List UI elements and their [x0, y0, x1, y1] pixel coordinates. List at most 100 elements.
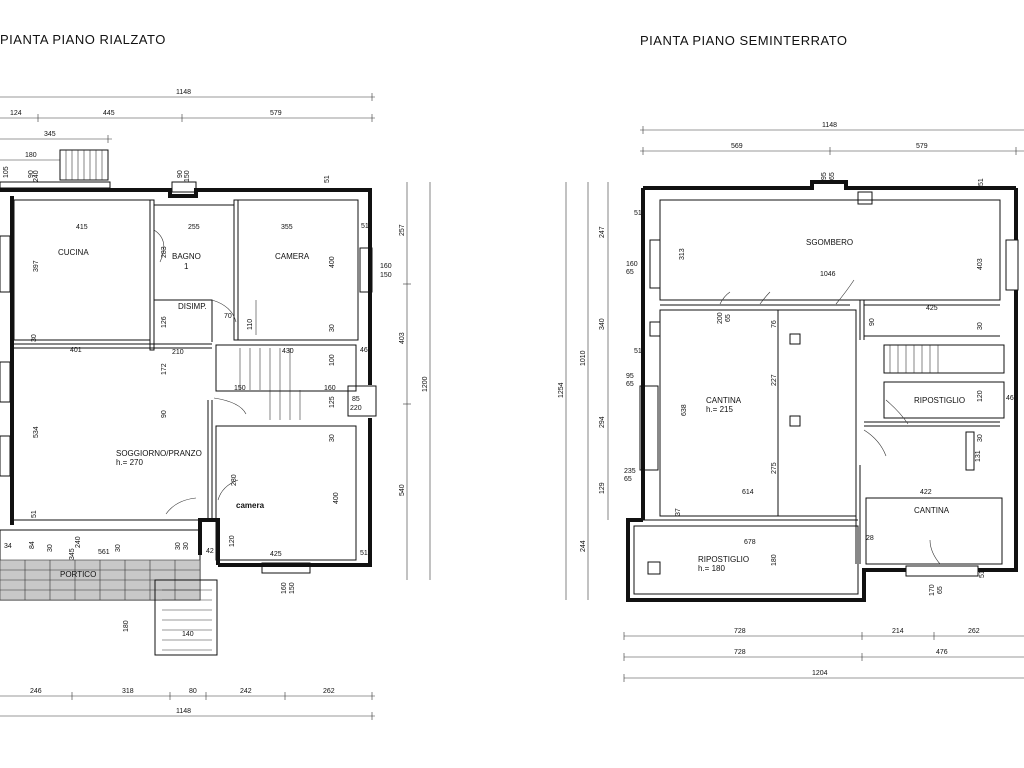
svg-text:200: 200: [717, 312, 724, 324]
svg-text:46: 46: [360, 347, 368, 354]
svg-text:257: 257: [399, 224, 406, 236]
left-entry-stair: [0, 149, 111, 189]
svg-text:51: 51: [634, 348, 642, 355]
svg-text:160: 160: [281, 582, 288, 594]
svg-text:160: 160: [380, 263, 392, 270]
label-cantina-left-h: h.= 215: [706, 405, 733, 414]
left-plan: 1148 124 445 579 345 180: [0, 89, 431, 720]
label-ripostiglio-bottom-h: h.= 180: [698, 564, 725, 573]
svg-text:220: 220: [350, 405, 362, 412]
svg-text:30: 30: [115, 544, 122, 552]
svg-text:401: 401: [70, 347, 82, 354]
svg-text:90: 90: [28, 170, 35, 178]
right-outer-walls: [626, 180, 1018, 602]
svg-text:76: 76: [771, 320, 778, 328]
svg-text:30: 30: [31, 334, 38, 342]
svg-text:131: 131: [975, 450, 982, 462]
svg-text:1200: 1200: [422, 376, 429, 392]
svg-text:150: 150: [380, 272, 392, 279]
label-ripostiglio-bottom: RIPOSTIGLIO: [698, 555, 749, 564]
right-windows: [639, 239, 1019, 577]
svg-text:403: 403: [977, 258, 984, 270]
svg-text:275: 275: [771, 462, 778, 474]
dim-left-top-b: 445: [103, 110, 115, 117]
svg-text:283: 283: [161, 246, 168, 258]
label-sgombero: SGOMBERO: [806, 238, 853, 247]
svg-text:125: 125: [329, 396, 336, 408]
svg-text:172: 172: [161, 363, 168, 375]
left-outer-walls: [0, 188, 372, 567]
svg-text:30: 30: [175, 542, 182, 550]
right-left-dimensions: [565, 182, 609, 600]
svg-text:403: 403: [399, 332, 406, 344]
svg-text:1204: 1204: [812, 670, 828, 677]
svg-text:51: 51: [978, 178, 985, 186]
svg-text:37: 37: [675, 508, 682, 516]
svg-text:318: 318: [122, 688, 134, 695]
svg-text:340: 340: [599, 318, 606, 330]
label-soggiorno: SOGGIORNO/PRANZO: [116, 449, 202, 458]
svg-text:400: 400: [333, 492, 340, 504]
svg-text:313: 313: [679, 248, 686, 260]
label-cantina-right: CANTINA: [914, 506, 950, 515]
label-bagno: BAGNO: [172, 252, 201, 261]
svg-text:95: 95: [821, 172, 828, 180]
left-right-dimensions: [403, 182, 431, 580]
svg-text:34: 34: [4, 543, 12, 550]
svg-text:430: 430: [282, 348, 294, 355]
svg-text:180: 180: [771, 554, 778, 566]
svg-text:1046: 1046: [820, 271, 836, 278]
svg-text:30: 30: [329, 324, 336, 332]
svg-text:569: 569: [731, 143, 743, 150]
svg-text:255: 255: [188, 224, 200, 231]
title-piano-seminterrato: PIANTA PIANO SEMINTERRATO: [640, 33, 848, 48]
label-camera-top: CAMERA: [275, 252, 310, 261]
svg-text:345: 345: [69, 548, 76, 560]
svg-text:160: 160: [626, 261, 638, 268]
left-porch: [0, 529, 218, 656]
label-ripostiglio-right: RIPOSTIGLIO: [914, 396, 965, 405]
svg-text:150: 150: [234, 385, 246, 392]
label-soggiorno-h: h.= 270: [116, 458, 143, 467]
svg-text:210: 210: [172, 349, 184, 356]
svg-text:242: 242: [240, 688, 252, 695]
svg-text:235: 235: [624, 468, 636, 475]
svg-text:160: 160: [324, 385, 336, 392]
right-bottom-dimensions: [623, 632, 1024, 682]
svg-text:214: 214: [892, 628, 904, 635]
svg-text:638: 638: [681, 404, 688, 416]
svg-text:678: 678: [744, 539, 756, 546]
left-dimension-texts: 105 240 90 90 150 51 415 255 355 51 397 …: [3, 166, 429, 715]
svg-text:90: 90: [177, 170, 184, 178]
svg-text:80: 80: [189, 688, 197, 695]
svg-text:170: 170: [929, 584, 936, 596]
svg-text:140: 140: [182, 631, 194, 638]
svg-text:150: 150: [184, 170, 191, 182]
svg-text:65: 65: [626, 381, 634, 388]
dim-left-top-c: 579: [270, 110, 282, 117]
svg-text:561: 561: [98, 549, 110, 556]
svg-text:397: 397: [33, 260, 40, 272]
label-bagno-num: 1: [184, 262, 189, 271]
svg-text:400: 400: [329, 256, 336, 268]
right-top-dimensions: 1148 569 579: [640, 122, 1024, 155]
svg-text:728: 728: [734, 628, 746, 635]
svg-text:30: 30: [329, 434, 336, 442]
svg-text:46: 46: [1006, 395, 1014, 402]
left-internal-stair: [239, 348, 377, 420]
right-dimension-texts: 95 65 51 51 247 313 403 160 65 1046 340 …: [558, 172, 1014, 677]
svg-text:415: 415: [76, 224, 88, 231]
svg-text:120: 120: [977, 390, 984, 402]
svg-text:65: 65: [624, 476, 632, 483]
svg-text:65: 65: [829, 172, 836, 180]
svg-text:1148: 1148: [176, 708, 191, 715]
svg-text:42: 42: [206, 548, 214, 555]
label-disimp: DISIMP.: [178, 302, 207, 311]
svg-text:425: 425: [270, 551, 282, 558]
right-pillars: [647, 191, 873, 575]
svg-text:579: 579: [916, 143, 928, 150]
label-cantina-left: CANTINA: [706, 396, 742, 405]
svg-text:614: 614: [742, 489, 754, 496]
svg-text:180: 180: [123, 620, 130, 632]
svg-text:28: 28: [866, 535, 874, 542]
